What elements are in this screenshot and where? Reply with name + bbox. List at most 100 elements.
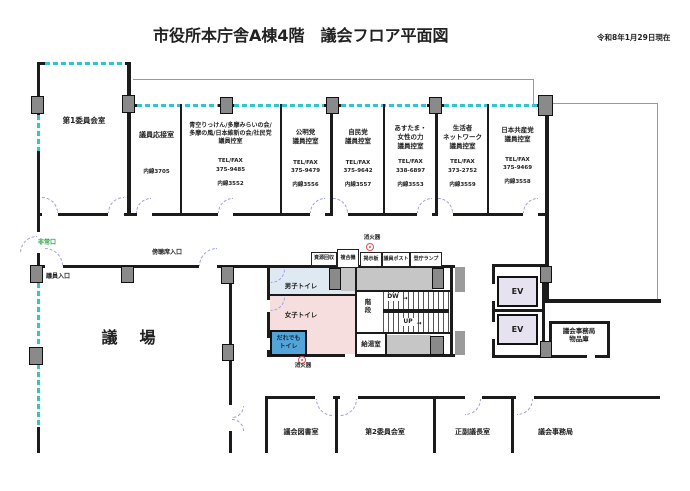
extinguisher-icon (298, 356, 306, 364)
wall (270, 294, 355, 296)
elevator-1: EV (497, 276, 538, 307)
column (30, 265, 43, 283)
outline (549, 103, 658, 104)
wall (355, 268, 357, 354)
room-party-network: 生活者 ネットワーク 議員控室 TEL/FAX 373-2752 内線3559 (438, 124, 487, 188)
door-swing-icon (517, 399, 533, 415)
room-label-chair-room: 正副議長室 (455, 428, 490, 436)
recycle-box: 資源回収 (311, 252, 337, 266)
ev-door-gap (492, 322, 495, 339)
door-gap (345, 354, 355, 357)
column (222, 344, 234, 361)
wall (432, 213, 438, 216)
gray-strip (387, 335, 431, 354)
door-swing-icon (232, 419, 244, 431)
column (121, 266, 134, 283)
window-line (37, 115, 40, 151)
wall (549, 355, 587, 358)
room-label-committee1: 第1委員会室 (62, 116, 106, 125)
up-arrow-icon: → (416, 320, 422, 327)
outline (133, 79, 533, 80)
room-label-committee2: 第2委員会室 (365, 428, 405, 436)
room-label-mens-toilet: 男子トイレ (284, 282, 318, 290)
window-line (37, 283, 40, 347)
room-label: 公明党 議員控室 (292, 128, 319, 145)
door-swing-icon (333, 198, 348, 213)
wall (233, 213, 310, 216)
wall (433, 396, 436, 453)
column (429, 97, 442, 114)
room-label-accessible-toilet: だれでも トイレ (276, 335, 301, 350)
wall (534, 396, 660, 399)
door-gap (267, 338, 270, 350)
room-label-kitchen: 給湯室 (361, 340, 381, 348)
room-label-storage: 議会事務局 物品庫 (562, 327, 596, 344)
wall (127, 62, 131, 215)
room-ext: 内線3558 (504, 179, 531, 186)
stairs-up-label: UP (401, 318, 415, 326)
wall (37, 427, 40, 453)
wall (217, 265, 455, 268)
outline (657, 103, 658, 300)
room-tel: TEL/FAX 375-9642 (343, 159, 373, 174)
wall (453, 213, 523, 216)
gallery-entrance-label: 傍聴席入口 (152, 249, 183, 256)
room-label-library: 議会図書室 (283, 428, 319, 436)
column (122, 95, 135, 113)
member-post-box: 議員ポスト (382, 252, 410, 267)
stair-rail (383, 309, 449, 313)
wall (511, 396, 514, 453)
wall (549, 321, 610, 324)
door-swing-icon (417, 198, 432, 213)
window-line (45, 62, 125, 65)
partition-wall (455, 331, 465, 355)
room-label: 青空りっけん/多摩みらいの会/ 多摩の風/日本維新の会/社民党 議員控室 (189, 122, 272, 146)
column (326, 97, 339, 114)
door-swing-icon (20, 236, 37, 253)
wall (152, 213, 218, 216)
wall (265, 396, 315, 399)
column (29, 347, 43, 365)
room-label: 自民党 議員控室 (345, 128, 371, 145)
date-note: 令和8年1月29日現在 (597, 33, 671, 42)
column (538, 95, 553, 116)
wall (383, 104, 385, 215)
wall (482, 396, 516, 399)
wall (487, 104, 489, 215)
room-label: 日本共産党 議員控室 (501, 126, 534, 143)
window-line (37, 364, 40, 426)
window-line (234, 104, 324, 107)
door-swing-icon (310, 198, 325, 213)
door-swing-icon (42, 197, 58, 213)
room-tel: TEL/FAX 373-2752 (447, 159, 478, 174)
room-label: 議員応接室 (139, 131, 174, 139)
room-label: あすたま・ 女性の力 議員控室 (394, 124, 427, 150)
room-ext: 内線3557 (344, 182, 372, 189)
room-label-stairs: 階 段 (364, 298, 372, 315)
door-gap (267, 300, 270, 312)
wall (124, 213, 133, 216)
outline (533, 79, 534, 105)
door-swing-icon (199, 248, 217, 266)
attendance-lamp-box: 登庁ランプ (410, 252, 442, 267)
room-ext: 内線3553 (397, 181, 424, 188)
dw-arrow-icon: → (402, 295, 408, 302)
elevator-2: EV (497, 314, 538, 345)
room-label: 生活者 ネットワーク 議員控室 (443, 124, 482, 150)
column (329, 268, 341, 290)
wall (492, 309, 545, 312)
room-ext: 内線3552 (217, 180, 244, 187)
room-label-secretariat: 議会事務局 (538, 428, 573, 436)
room-party-komeito: 公明党 議員控室 TEL/FAX 375-9479 内線3556 (281, 128, 330, 188)
wall (58, 213, 108, 216)
door-swing-icon (45, 248, 63, 266)
wall (229, 431, 232, 453)
wall (330, 104, 333, 215)
wall (355, 332, 452, 334)
emergency-exit-label: 非常口 (38, 239, 57, 246)
wall (37, 253, 40, 267)
wall (355, 290, 452, 292)
column (432, 268, 444, 289)
window-line (444, 104, 537, 107)
